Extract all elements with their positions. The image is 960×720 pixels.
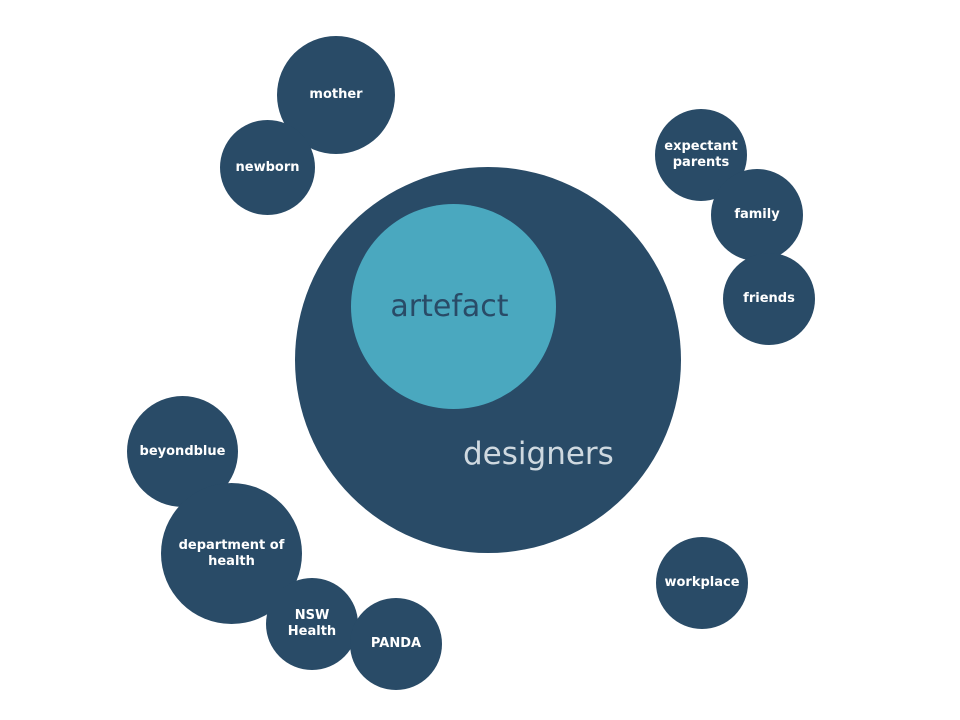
newborn-bubble: newborn [220, 120, 315, 215]
nsw-health-label: NSW Health [287, 608, 337, 639]
artefact-circle: artefact [351, 204, 556, 409]
nsw-health-bubble: NSW Health [266, 578, 358, 670]
beyondblue-label: beyondblue [139, 443, 226, 459]
department-of-health-label: department of health [178, 537, 285, 569]
family-bubble: family [711, 169, 803, 261]
expectant-parents-bubble: expectant parents [655, 109, 747, 201]
panda-bubble: PANDA [350, 598, 442, 690]
family-label: family [734, 207, 780, 222]
designers-label: designers [463, 436, 614, 472]
workplace-bubble: workplace [656, 537, 748, 629]
mother-label: mother [309, 87, 363, 102]
friends-bubble: friends [723, 253, 815, 345]
workplace-label: workplace [664, 575, 740, 590]
artefact-label: artefact [390, 288, 509, 324]
expectant-parents-label: expectant parents [664, 139, 738, 170]
newborn-label: newborn [235, 159, 300, 175]
panda-label: PANDA [370, 636, 422, 651]
friends-label: friends [743, 291, 795, 306]
